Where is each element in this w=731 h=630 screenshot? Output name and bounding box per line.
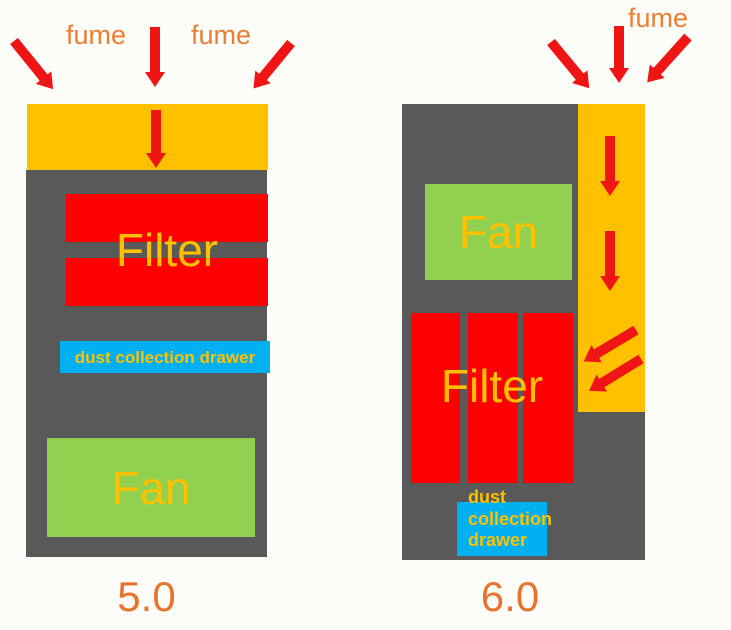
dust-collection-drawer	[457, 502, 547, 556]
duct-flow-arrow-icon	[600, 136, 620, 196]
fan-label: Fan	[458, 206, 539, 258]
fume-arrow-icon	[639, 30, 696, 90]
filter-bar	[66, 258, 268, 306]
fume-arrow-icon	[609, 26, 629, 83]
duct-flow-arrow-icon	[600, 231, 620, 291]
filter-column	[523, 313, 573, 483]
drawer-label: dust collection drawer	[74, 347, 256, 367]
fume-label: fume	[191, 20, 252, 50]
filter-bar	[66, 194, 268, 242]
dust-collection-drawer: dust collection drawer	[60, 341, 270, 373]
filter-label: Filter	[440, 360, 544, 412]
filter-column	[468, 313, 518, 483]
fan-box: Fan	[47, 438, 255, 537]
drawer-label: dust collection drawer	[468, 487, 553, 550]
fan-label: Fan	[111, 461, 191, 514]
filter-column	[411, 313, 460, 483]
filter-label: Filter	[115, 224, 219, 276]
fume-arrow-icon	[543, 36, 597, 95]
version-label: 6.0	[480, 573, 540, 620]
fume-label: fume	[66, 20, 127, 50]
fume-label: fume	[628, 3, 689, 33]
version-label: 5.0	[117, 573, 176, 620]
intake-duct	[27, 104, 268, 170]
fan-box: Fan	[425, 184, 572, 280]
